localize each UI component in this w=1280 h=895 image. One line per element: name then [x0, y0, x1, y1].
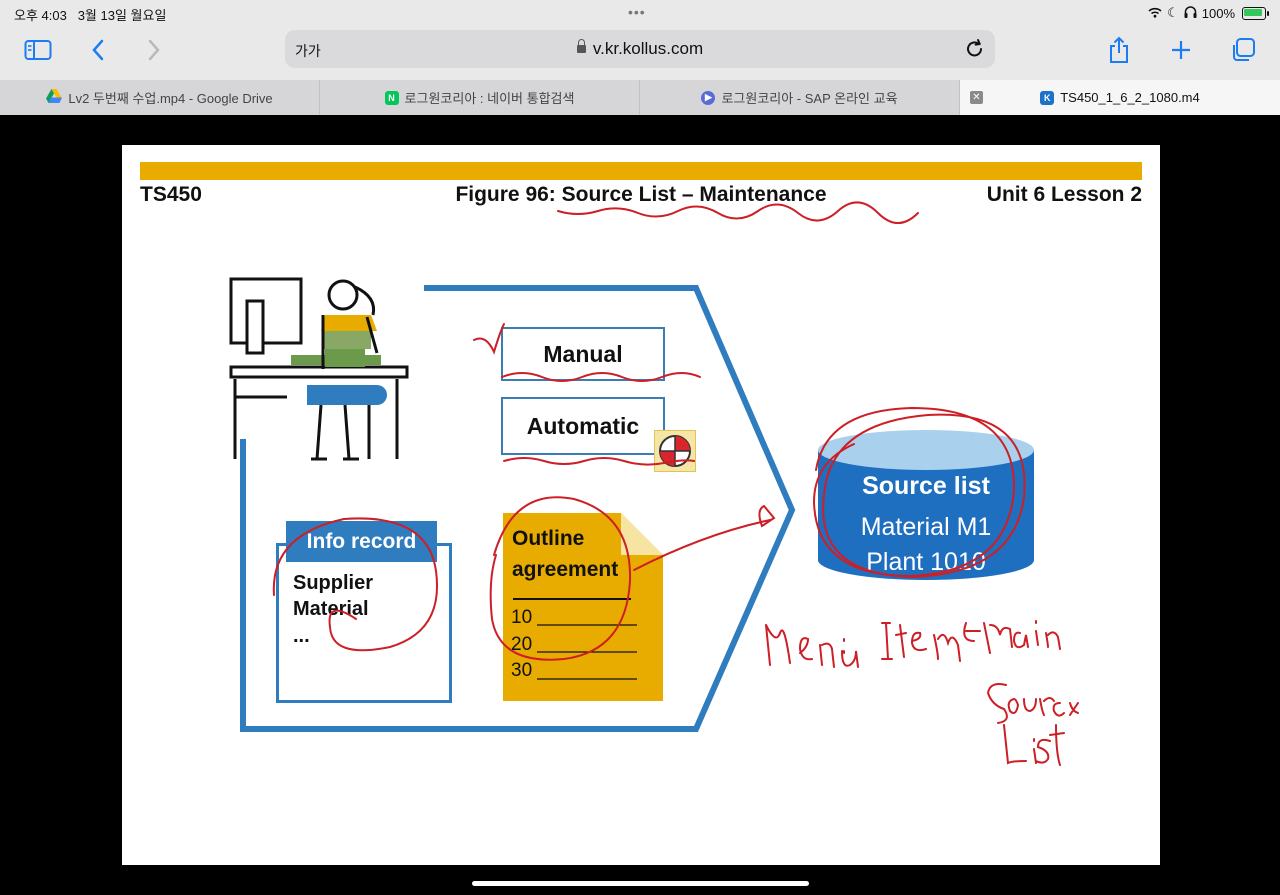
- battery-icon: [1242, 6, 1269, 20]
- tab-label: 로그원코리아 - SAP 온라인 교육: [721, 91, 898, 106]
- kollus-icon: K: [1040, 90, 1055, 105]
- wifi-icon: [1148, 6, 1162, 21]
- text-size-button[interactable]: 가가: [295, 43, 321, 59]
- sidebar-toggle-icon[interactable]: [22, 28, 54, 72]
- outline-agreement-title: Outline: [512, 527, 585, 550]
- tab-label: Lv2 두번째 수업.mp4 - Google Drive: [68, 91, 273, 106]
- url-text: v.kr.kollus.com: [285, 39, 995, 59]
- back-icon[interactable]: [86, 28, 110, 72]
- tab-sap-education[interactable]: ▶ 로그원코리아 - SAP 온라인 교육: [640, 80, 960, 115]
- lock-icon: [576, 39, 586, 53]
- status-bar: 오후 4:03 3월 13일 월요일 ••• ☾ 100%: [0, 0, 1280, 26]
- address-bar[interactable]: 가가 v.kr.kollus.com: [285, 30, 995, 68]
- manual-option: Manual: [501, 327, 665, 381]
- reload-icon[interactable]: [965, 37, 985, 64]
- process-arrow-shape: [240, 285, 796, 732]
- info-record-supplier: Supplier: [293, 572, 374, 594]
- outline-item-10: 10: [511, 607, 533, 628]
- lifebuoy-icon: [654, 430, 696, 472]
- info-record-material: Material: [293, 598, 369, 620]
- tab-google-drive[interactable]: Lv2 두번째 수업.mp4 - Google Drive: [0, 80, 320, 115]
- close-tab-icon[interactable]: ✕: [970, 91, 983, 104]
- worker-at-desk-icon: [229, 277, 409, 461]
- source-list-plant: Plant 1010: [866, 548, 986, 576]
- tab-label: 로그원코리아 : 네이버 통합검색: [404, 91, 575, 106]
- video-slide[interactable]: TS450 Figure 96: Source List – Maintenan…: [122, 145, 1160, 865]
- tab-kollus-video[interactable]: ✕ K TS450_1_6_2_1080.m4: [960, 80, 1280, 115]
- tab-naver-search[interactable]: N 로그원코리아 : 네이버 통합검색: [320, 80, 640, 115]
- new-tab-icon[interactable]: [1168, 28, 1194, 72]
- status-icons: ☾ 100%: [1148, 5, 1269, 21]
- figure-title: Figure 96: Source List – Maintenance: [455, 183, 827, 206]
- source-list-material: Material M1: [860, 513, 992, 541]
- multitask-dots[interactable]: •••: [628, 4, 646, 20]
- browser-chrome: 오후 4:03 3월 13일 월요일 ••• ☾ 100% 가가 v.kr.ko…: [0, 0, 1280, 115]
- info-record-more: ...: [293, 625, 310, 647]
- moon-icon: ☾: [1167, 5, 1179, 20]
- tab-strip: Lv2 두번째 수업.mp4 - Google Drive N 로그원코리아 :…: [0, 80, 1280, 115]
- outline-agreement-subtitle: agreement: [512, 558, 619, 581]
- headphones-icon: [1184, 5, 1197, 21]
- course-code: TS450: [140, 183, 202, 206]
- home-indicator[interactable]: [472, 881, 809, 886]
- automatic-option: Automatic: [501, 397, 665, 455]
- tabs-overview-icon[interactable]: [1228, 28, 1258, 72]
- google-drive-icon: [46, 89, 63, 106]
- share-icon[interactable]: [1106, 28, 1132, 72]
- outline-item-20: 20: [511, 634, 533, 655]
- battery-percent: 100%: [1201, 5, 1235, 21]
- source-list-title: Source list: [862, 472, 990, 500]
- tab-label: TS450_1_6_2_1080.m4: [1060, 90, 1200, 105]
- browser-toolbar: 가가 v.kr.kollus.com: [0, 28, 1280, 72]
- forward-icon[interactable]: [142, 28, 166, 72]
- info-record-card: [276, 543, 452, 703]
- status-time: 오후 4:03 3월 13일 월요일: [14, 8, 167, 23]
- unit-lesson: Unit 6 Lesson 2: [986, 183, 1142, 206]
- naver-icon: N: [384, 90, 399, 105]
- outline-item-30: 30: [511, 660, 533, 681]
- play-icon: ▶: [701, 90, 716, 105]
- header-bar: [140, 162, 1142, 180]
- info-record-title: Info record: [286, 521, 437, 562]
